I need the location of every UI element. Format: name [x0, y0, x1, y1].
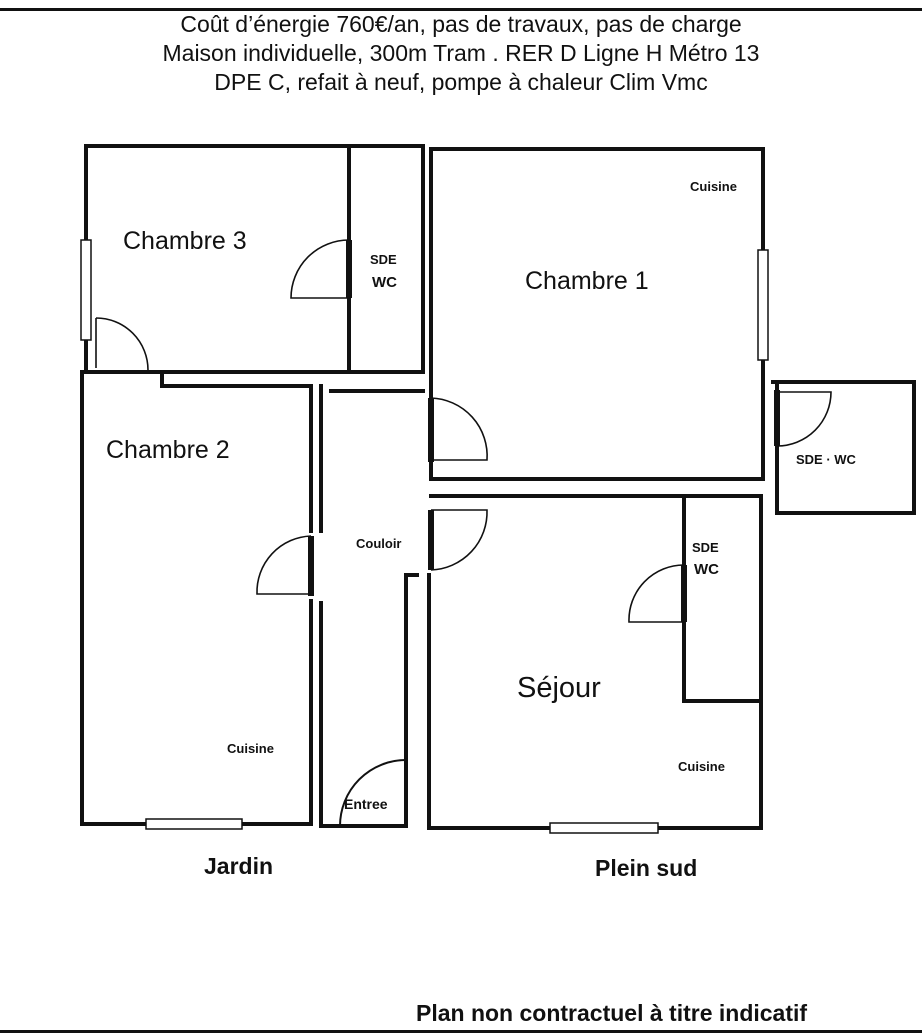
doors — [95, 239, 832, 827]
door-entree — [338, 759, 407, 827]
room-label-chambre1: Chambre 1 — [525, 267, 649, 295]
caption-jardin: Jardin — [204, 853, 274, 879]
door-chambre1 — [428, 397, 488, 462]
bottom-rule — [0, 1030, 922, 1033]
window-chambre3 — [80, 239, 92, 341]
windows — [80, 239, 769, 834]
fixture-label-wc-top: WC — [372, 274, 397, 291]
door-chambre2 — [256, 535, 314, 596]
caption-plein-sud: Plein sud — [595, 855, 698, 881]
fixture-label-couloir: Couloir — [356, 536, 402, 551]
window-chambre1 — [757, 249, 769, 361]
room-label-chambre3: Chambre 3 — [123, 227, 247, 255]
footer-note: Plan non contractuel à titre indicatif — [416, 1000, 808, 1026]
wall-chambre1 — [429, 147, 765, 481]
header-line-location: Maison individuelle, 300m Tram . RER D L… — [162, 40, 760, 66]
wall-chambre2-top — [160, 370, 313, 533]
window-sejour — [549, 822, 659, 834]
wall-couloir-right-bottom — [404, 573, 419, 828]
door-sde-wc-sejour — [628, 564, 687, 623]
fixture-label-entree: Entree — [344, 796, 388, 812]
window-chambre2 — [145, 818, 243, 830]
fixture-label-wc-sejour: WC — [694, 561, 719, 578]
room-label-chambre2: Chambre 2 — [106, 436, 230, 464]
door-sde-wc-right — [774, 390, 832, 447]
fixture-label-cuisine-chambre2: Cuisine — [227, 741, 274, 756]
wall-sde-wc-sejour — [682, 494, 763, 703]
fixture-label-sde-sejour: SDE — [692, 540, 719, 555]
fixture-label-sde-wc-right: SDE · WC — [796, 452, 857, 467]
wall-couloir-left-bottom — [319, 601, 408, 828]
wall-sde-wc-right — [771, 380, 916, 515]
room-label-sejour: Séjour — [517, 672, 601, 704]
header-line-features: DPE C, refait à neuf, pompe à chaleur Cl… — [214, 69, 708, 95]
door-chambre3 — [290, 239, 352, 299]
door-sejour — [428, 509, 488, 571]
top-rule — [0, 8, 922, 11]
fixture-label-sde-top: SDE — [370, 252, 397, 267]
wall-sejour — [427, 494, 763, 830]
fixture-label-cuisine-sejour: Cuisine — [678, 759, 725, 774]
header-line-energy: Coût d’énergie 760€/an, pas de travaux, … — [180, 11, 742, 37]
fixture-label-cuisine-chambre1: Cuisine — [690, 179, 737, 194]
door-chambre3-entry — [95, 317, 149, 371]
listing-header: Coût d’énergie 760€/an, pas de travaux, … — [0, 10, 922, 97]
